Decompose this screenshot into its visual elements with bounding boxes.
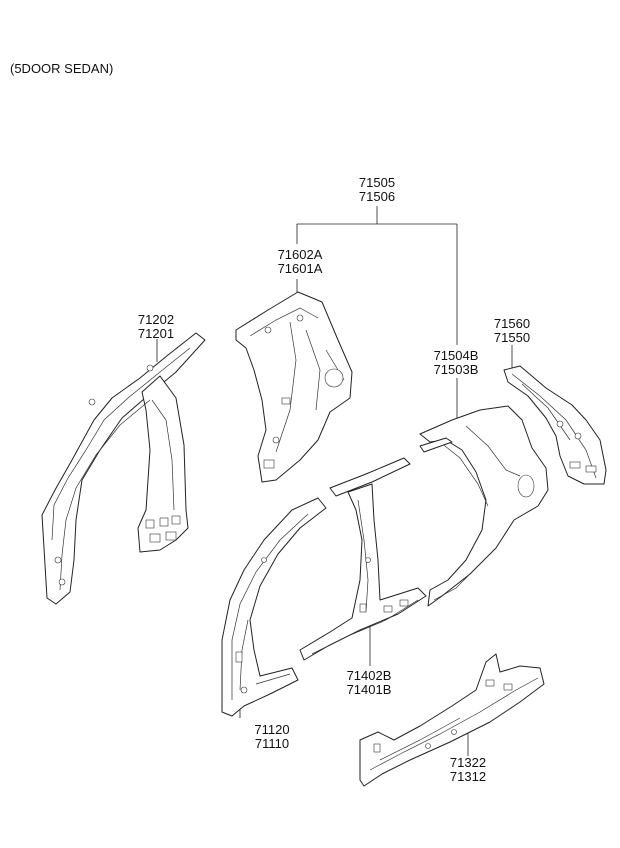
roof-rail-pillar-part (41, 332, 206, 605)
part-number-71402b: 71402B (347, 668, 392, 683)
part-number-71401b: 71401B (347, 682, 392, 697)
rear-pillar-reinforcement-part (503, 365, 607, 485)
part-number-71504b: 71504B (434, 348, 479, 363)
label-group-71560: 71560 71550 (494, 316, 530, 345)
part-number-71601a: 71601A (278, 261, 323, 276)
label-group-71202: 71202 71201 (138, 312, 174, 341)
diagram-title: (5DOOR SEDAN) (10, 61, 113, 76)
part-number-71503b: 71503B (434, 362, 479, 377)
part-number-71312: 71312 (450, 769, 486, 784)
quarter-outer-part (419, 405, 549, 607)
part-number-71505: 71505 (359, 175, 395, 190)
part-number-71322: 71322 (450, 755, 486, 770)
center-pillar-part (299, 483, 427, 661)
label-group-71504b: 71504B 71503B (434, 348, 479, 377)
part-labels: 71505 71506 71602A 71601A 71202 71201 71… (138, 175, 530, 784)
label-group-71120: 71120 71110 (254, 722, 289, 751)
roof-rail-strip-part (329, 437, 453, 497)
part-number-71110: 71110 (255, 736, 289, 751)
part-number-71550: 71550 (494, 330, 530, 345)
part-number-71560: 71560 (494, 316, 530, 331)
label-group-71322: 71322 71312 (450, 755, 486, 784)
label-group-71402b: 71402B 71401B (347, 668, 392, 697)
part-number-71602a: 71602A (278, 247, 323, 262)
part-number-71120: 71120 (254, 722, 289, 737)
leader-lines (156, 206, 513, 756)
part-number-71202: 71202 (138, 312, 174, 327)
label-group-71602a: 71602A 71601A (278, 247, 323, 276)
part-number-71506: 71506 (359, 189, 395, 204)
label-group-71505: 71505 71506 (359, 175, 395, 204)
part-number-71201: 71201 (138, 326, 174, 341)
quarter-inner-part (235, 291, 353, 483)
front-pillar-outer-part (221, 497, 327, 717)
side-sill-part (359, 653, 545, 787)
